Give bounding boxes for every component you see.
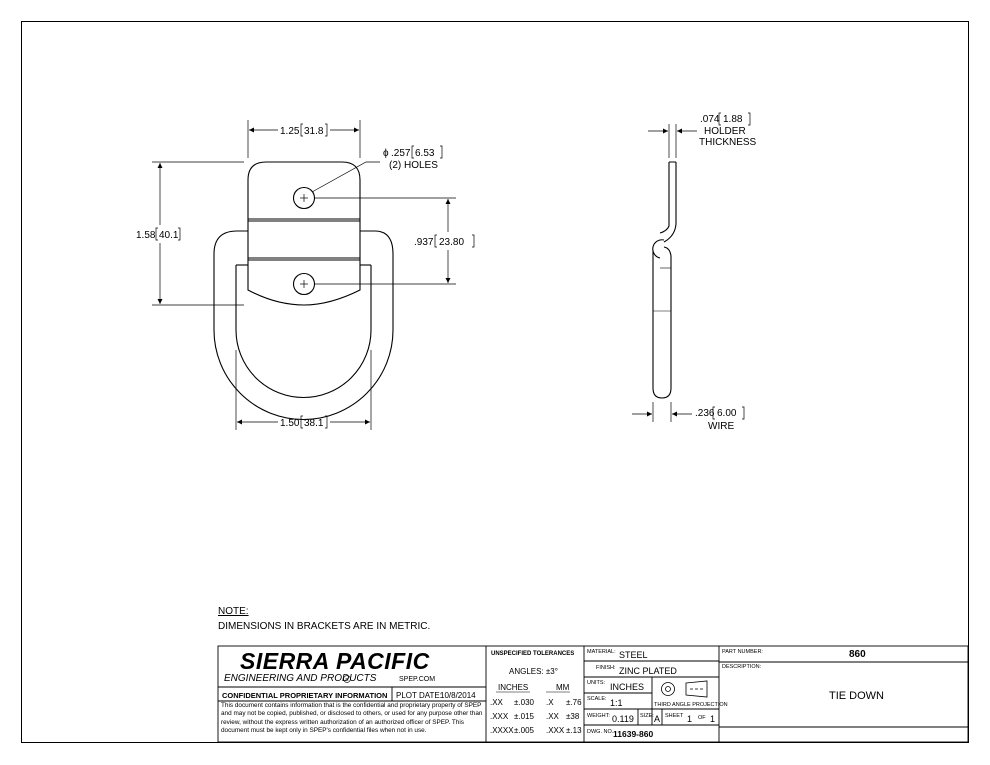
dim-bottom-metric: 38.1: [304, 418, 324, 429]
scale-label: SCALE:: [587, 696, 607, 702]
dimension-brackets: [155, 112, 751, 429]
wire-dim-line1: WIRE: [708, 421, 734, 432]
tolerances-heading: UNSPECIFIED TOLERANCES: [491, 651, 575, 657]
holder-dim-line2: THICKNESS: [699, 137, 757, 148]
weight-label: WEIGHT:: [587, 713, 610, 719]
material-value: STEEL: [619, 650, 648, 660]
dim-bottom-value: 1.50: [280, 418, 300, 429]
plot-date-label: PLOT DATE:: [396, 691, 442, 700]
projection-label: THIRD ANGLE PROJECTION: [654, 702, 728, 708]
holder-profile: [659, 161, 677, 243]
size-value: A: [654, 714, 661, 724]
sheet-of-label: OF: [698, 715, 706, 721]
front-dimensions: [152, 120, 456, 430]
tolerances-mm-label: MM: [556, 683, 570, 692]
registered-mark: R: [345, 677, 349, 682]
dim-left-metric: 40.1: [159, 230, 179, 241]
units-label: UNITS:: [587, 680, 606, 686]
diameter-symbol: ϕ: [383, 148, 389, 159]
company-name: SIERRA PACIFIC: [240, 648, 430, 674]
wire-profile: [652, 246, 672, 399]
holder-dim-line1: HOLDER: [704, 126, 746, 137]
company-sub: ENGINEERING AND PRODUCTS: [224, 673, 377, 684]
description-label: DESCRIPTION:: [722, 664, 762, 670]
dwg-no-value: 11639-860: [613, 729, 654, 739]
tol-row-2-mm-fmt: .XXX: [546, 726, 565, 735]
dim-right-value: .937: [414, 237, 434, 248]
tol-row-0-mm-fmt: .X: [546, 698, 554, 707]
tol-row-0-mm-tol: ±.76: [566, 698, 582, 707]
weight-value: 0.119: [612, 714, 634, 724]
wire-dim-value: .236: [695, 408, 715, 419]
legal-text: This document contains information that …: [221, 702, 483, 735]
dim-top-metric: 31.8: [304, 126, 324, 137]
holder-dim-metric: 1.88: [723, 114, 743, 125]
dim-top-value: 1.25: [280, 126, 300, 137]
material-label: MATERIAL:: [587, 649, 616, 655]
hole-callout-metric: 6.53: [415, 148, 435, 159]
third-angle-projection-icon: [661, 680, 708, 698]
finish-label: FINISH:: [596, 665, 616, 671]
sheet-total: 1: [710, 714, 716, 724]
sheet-label: SHEET: [665, 713, 684, 719]
registered-mark-icon: [343, 675, 351, 683]
sheet-border: [21, 21, 969, 743]
wire-loop: [652, 239, 665, 259]
sheet-value: 1: [687, 714, 693, 724]
note-text: DIMENSIONS IN BRACKETS ARE IN METRIC.: [218, 621, 431, 632]
hole-callout-note: (2) HOLES: [389, 160, 438, 171]
front-view: [213, 161, 394, 421]
size-label: SIZE:: [640, 713, 654, 719]
side-dimensions: [632, 124, 697, 422]
tol-row-2-mm-tol: ±.13: [566, 726, 582, 735]
part-number-label: PART NUMBER:: [722, 649, 763, 655]
tol-row-1-in-tol: ±.015: [514, 712, 534, 721]
d-ring-inner: [235, 265, 372, 398]
dim-left-value: 1.58: [136, 230, 156, 241]
description-value: TIE DOWN: [829, 690, 884, 702]
scale-value: 1:1: [610, 698, 623, 708]
plot-date: 10/8/2014: [440, 691, 476, 700]
wire-dim-metric: 6.00: [717, 408, 737, 419]
dwg-no-label: DWG. NO.: [587, 729, 614, 735]
tol-row-1-mm-tol: ±38: [566, 712, 580, 721]
holder-dim-value: .074: [700, 114, 720, 125]
tol-row-2-in-fmt: .XXXX: [490, 726, 514, 735]
note-title: NOTE:: [218, 606, 249, 617]
part-number-value: 860: [849, 649, 866, 660]
side-view: [652, 161, 677, 399]
dim-right-metric: 23.80: [439, 237, 464, 248]
title-block: [217, 645, 969, 743]
confidential-heading: CONFIDENTIAL PROPRIETARY INFORMATION: [222, 691, 388, 700]
tolerances-angles: ANGLES: ±3°: [509, 667, 558, 676]
tolerances-inches-label: INCHES: [498, 683, 529, 692]
units-value: INCHES: [610, 682, 645, 692]
tol-row-1-in-fmt: .XXX: [490, 712, 509, 721]
company-website: SPEP.COM: [399, 676, 436, 683]
tol-row-1-mm-fmt: .XX: [546, 712, 559, 721]
hole-callout-value: .257: [391, 148, 411, 159]
tol-row-0-in-tol: ±.030: [514, 698, 534, 707]
tol-row-2-in-tol: ±.005: [514, 726, 534, 735]
tol-row-0-in-fmt: .XX: [490, 698, 503, 707]
finish-value: ZINC PLATED: [619, 666, 677, 676]
